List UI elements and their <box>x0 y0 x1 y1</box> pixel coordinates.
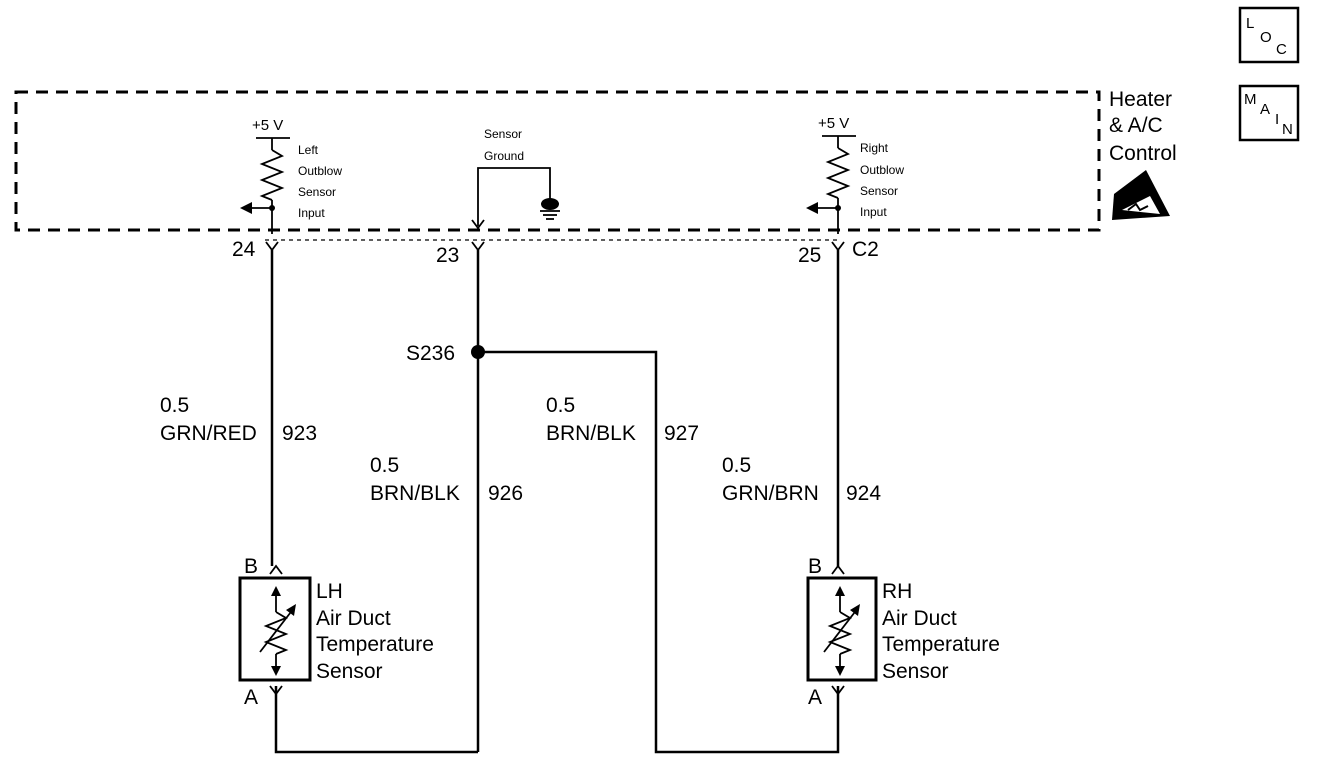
right-input-label-4: Input <box>860 205 887 219</box>
wire-923-gauge: 0.5 <box>160 394 189 417</box>
ground-label-2: Ground <box>484 149 524 163</box>
wire-927-gauge: 0.5 <box>546 394 575 417</box>
rh-pin-a-label: A <box>808 686 822 709</box>
wire-923-circuit: 923 <box>282 422 317 445</box>
rh-air-duct-sensor[interactable]: B A RH Air Duct Temperature Sensor <box>806 555 1000 709</box>
module-name-line-2: & A/C <box>1109 114 1163 137</box>
loc-letter-o: O <box>1260 29 1272 46</box>
left-outblow-input: +5 V Left Outblow Sensor Input <box>240 117 342 234</box>
rh-label-1: RH <box>882 580 912 603</box>
left-input-label-2: Outblow <box>298 164 342 178</box>
left-sense-arrow-icon <box>240 202 252 214</box>
connector-c2-label: C2 <box>852 238 879 261</box>
ground-label-1: Sensor <box>484 127 522 141</box>
wire-923-color: GRN/RED <box>160 422 257 445</box>
lh-label-2: Air Duct <box>316 607 391 630</box>
module-name: Heater & A/C Control <box>1109 88 1177 165</box>
wire-924-circuit: 924 <box>846 482 881 505</box>
main-letter-i: I <box>1275 111 1279 128</box>
esd-warning-icon <box>1112 170 1170 220</box>
left-input-label-1: Left <box>298 143 319 157</box>
main-letter-a: A <box>1260 101 1270 118</box>
loc-letter-c: C <box>1276 41 1287 58</box>
pin-25-label: 25 <box>798 244 821 267</box>
wire-926-label: 0.5 BRN/BLK 926 <box>370 454 523 505</box>
main-letter-n: N <box>1282 121 1293 138</box>
rh-label-4: Sensor <box>882 660 949 683</box>
lh-air-duct-sensor[interactable]: B A LH Air Duct Temperature Sensor <box>238 555 434 709</box>
wire-923-label: 0.5 GRN/RED 923 <box>160 394 317 445</box>
ground-symbol-icon <box>540 198 560 220</box>
wire-924-label: 0.5 GRN/BRN 924 <box>722 454 881 505</box>
loc-badge[interactable]: L O C <box>1238 6 1300 64</box>
splice-s236[interactable] <box>471 345 485 359</box>
lh-label-3: Temperature <box>316 633 434 656</box>
sensor-ground: Sensor Ground <box>471 127 560 230</box>
splice-s236-label: S236 <box>406 342 455 365</box>
right-input-label-1: Right <box>860 141 889 155</box>
wire-924-gauge: 0.5 <box>722 454 751 477</box>
main-badge[interactable]: M A I N <box>1238 84 1300 142</box>
wire-926-color: BRN/BLK <box>370 482 460 505</box>
left-voltage-label: +5 V <box>252 117 283 134</box>
lh-label-4: Sensor <box>316 660 383 683</box>
left-input-label-3: Sensor <box>298 185 336 199</box>
right-pullup-resistor <box>825 147 851 199</box>
wire-927[interactable] <box>478 350 840 754</box>
left-pullup-resistor <box>259 149 285 201</box>
pin-23-label: 23 <box>436 244 459 267</box>
lh-pin-a-label: A <box>244 686 258 709</box>
left-input-label-4: Input <box>298 206 325 220</box>
wire-926-circuit: 926 <box>488 482 523 505</box>
right-input-label-3: Sensor <box>860 184 898 198</box>
loc-letter-l: L <box>1246 15 1254 32</box>
module-name-line-1: Heater <box>1109 88 1172 111</box>
rh-label-2: Air Duct <box>882 607 957 630</box>
wire-927-label: 0.5 BRN/BLK 927 <box>546 394 699 445</box>
rh-label-3: Temperature <box>882 633 1000 656</box>
module-boundary <box>14 90 1101 232</box>
wire-927-color: BRN/BLK <box>546 422 636 445</box>
wire-lh-return[interactable] <box>274 686 478 754</box>
module-name-line-3: Control <box>1109 142 1177 165</box>
wire-927-circuit: 927 <box>664 422 699 445</box>
pin-24-label: 24 <box>232 238 256 261</box>
right-input-label-2: Outblow <box>860 163 904 177</box>
rh-pin-b-label: B <box>808 555 822 578</box>
right-outblow-input: +5 V Right Outblow Sensor Input <box>806 115 904 234</box>
lh-pin-b-label: B <box>244 555 258 578</box>
right-sense-arrow-icon <box>806 202 818 214</box>
right-voltage-label: +5 V <box>818 115 849 132</box>
wire-926-gauge: 0.5 <box>370 454 399 477</box>
lh-label-1: LH <box>316 580 343 603</box>
wire-924-color: GRN/BRN <box>722 482 819 505</box>
main-letter-m: M <box>1244 91 1257 108</box>
